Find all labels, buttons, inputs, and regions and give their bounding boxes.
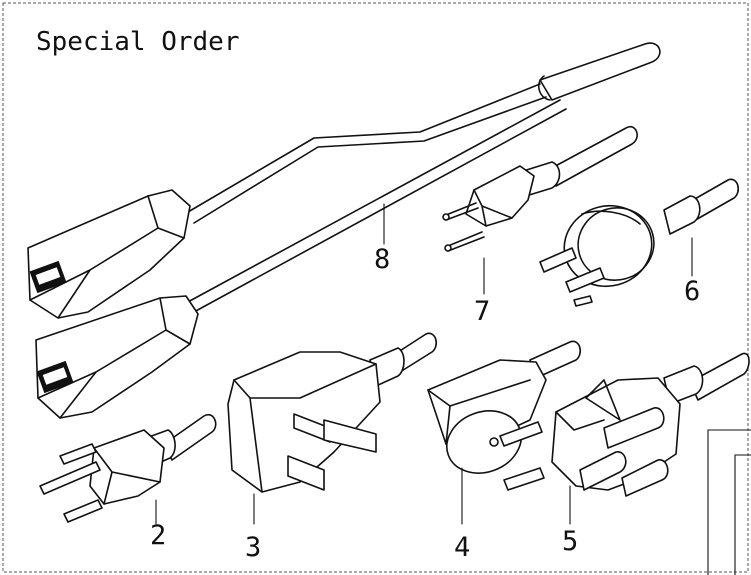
callout-4: 4 xyxy=(454,532,470,563)
callout-5: 5 xyxy=(562,526,578,557)
inset-frame-corner-inner xyxy=(734,454,751,575)
callout-8: 8 xyxy=(374,244,390,275)
item-3-uk-plug xyxy=(227,332,438,525)
item-7-two-pin-plug xyxy=(442,125,638,295)
item-6-round-plug xyxy=(539,178,740,307)
item-5-round-three-pin-plug xyxy=(551,352,750,525)
callout-7: 7 xyxy=(474,296,490,327)
diagram-title: Special Order xyxy=(36,27,240,57)
inset-frame-corner xyxy=(707,429,751,575)
callout-3: 3 xyxy=(245,532,261,563)
item-8-dual-connector-cord xyxy=(27,42,661,419)
callout-2: 2 xyxy=(150,520,166,551)
item-4-schuko-plug xyxy=(427,340,582,525)
item-2-nema-plug xyxy=(39,413,217,525)
callout-6: 6 xyxy=(684,276,700,307)
